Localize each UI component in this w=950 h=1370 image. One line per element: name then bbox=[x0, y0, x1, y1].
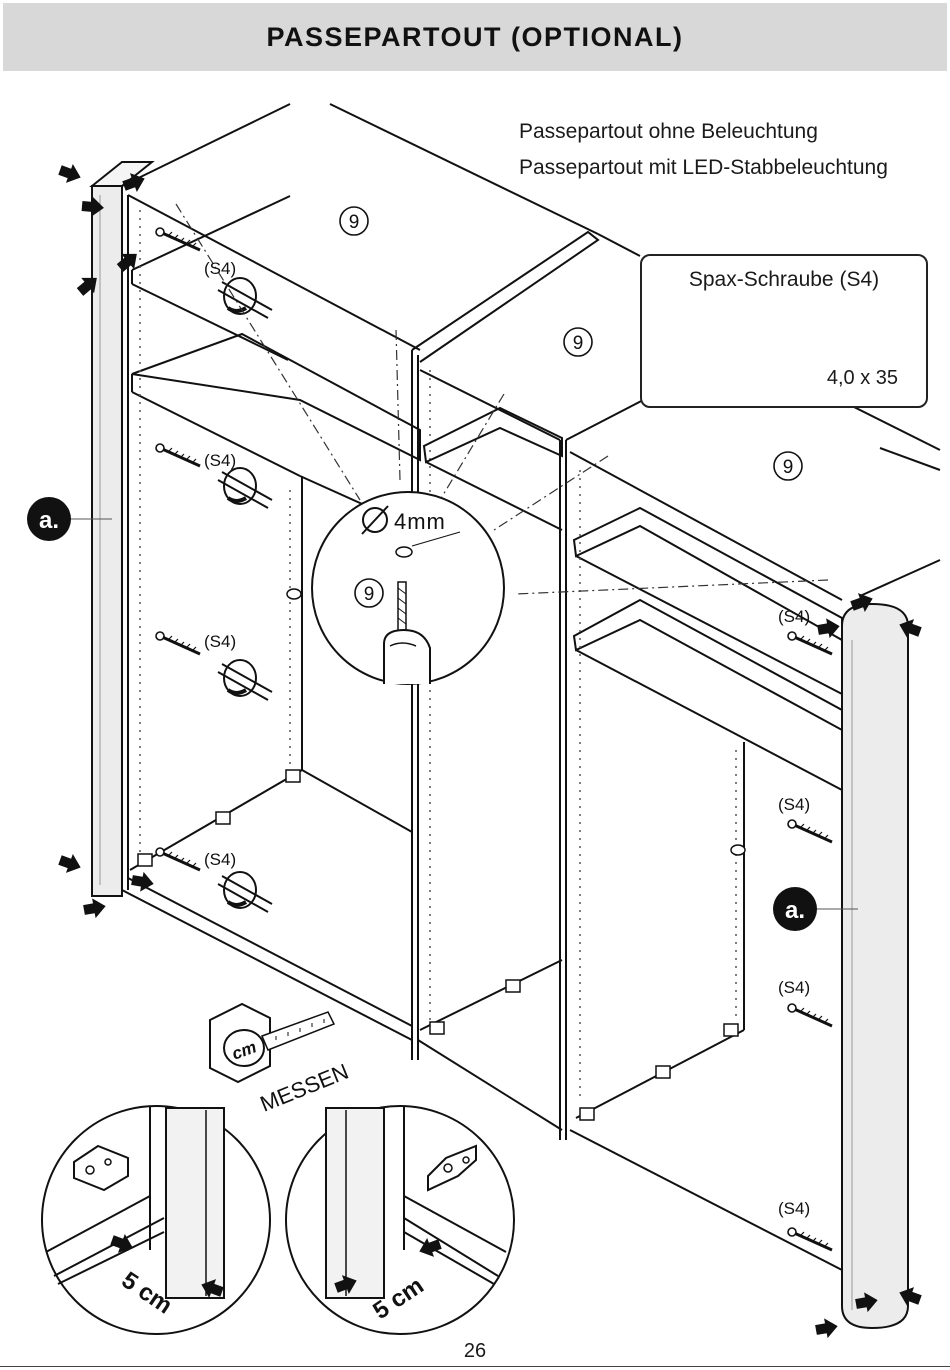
screw-label: (S4) bbox=[204, 451, 236, 470]
distance-detail-right: 5 cm bbox=[286, 1106, 514, 1334]
screw-label: (S4) bbox=[204, 259, 236, 278]
cabinet-middle bbox=[412, 232, 640, 1140]
top-panel-right-number: 9 bbox=[783, 457, 794, 478]
left-part-a-label: a. bbox=[39, 507, 59, 534]
measuring-tape: cm MESSEN bbox=[210, 1004, 352, 1117]
screw-label: (S4) bbox=[204, 632, 236, 651]
screw-callout-title: Spax-Schraube (S4) bbox=[642, 268, 926, 292]
screw-label: (S4) bbox=[778, 978, 810, 997]
screw-callout-size: 4,0 x 35 bbox=[827, 367, 898, 390]
drill-detail: 9 4mm bbox=[312, 492, 504, 684]
screw-label: (S4) bbox=[778, 1199, 810, 1218]
drill-part-number: 9 bbox=[364, 584, 375, 605]
right-part-a-label: a. bbox=[785, 897, 805, 924]
screw-label: (S4) bbox=[778, 607, 810, 626]
drill-diameter-label: 4mm bbox=[394, 509, 446, 534]
legend-line-2: Passepartout mit LED-Stabbeleuchtung bbox=[519, 156, 888, 180]
top-panel-left-number: 9 bbox=[349, 212, 360, 233]
right-passepartout-panel bbox=[842, 604, 908, 1328]
distance-detail-left: 5 cm bbox=[42, 1106, 270, 1334]
screw-label: (S4) bbox=[204, 850, 236, 869]
top-panel-middle-number: 9 bbox=[573, 333, 584, 354]
page-number: 26 bbox=[0, 1340, 950, 1363]
screws-right bbox=[788, 632, 832, 1250]
legend-line-1: Passepartout ohne Beleuchtung bbox=[519, 120, 818, 144]
screw-label: (S4) bbox=[778, 795, 810, 814]
footer-divider bbox=[0, 1366, 950, 1367]
screw-callout: Spax-Schraube (S4) 4,0 x 35 bbox=[640, 254, 928, 408]
cabinet-right-hole-rows bbox=[580, 470, 736, 1100]
